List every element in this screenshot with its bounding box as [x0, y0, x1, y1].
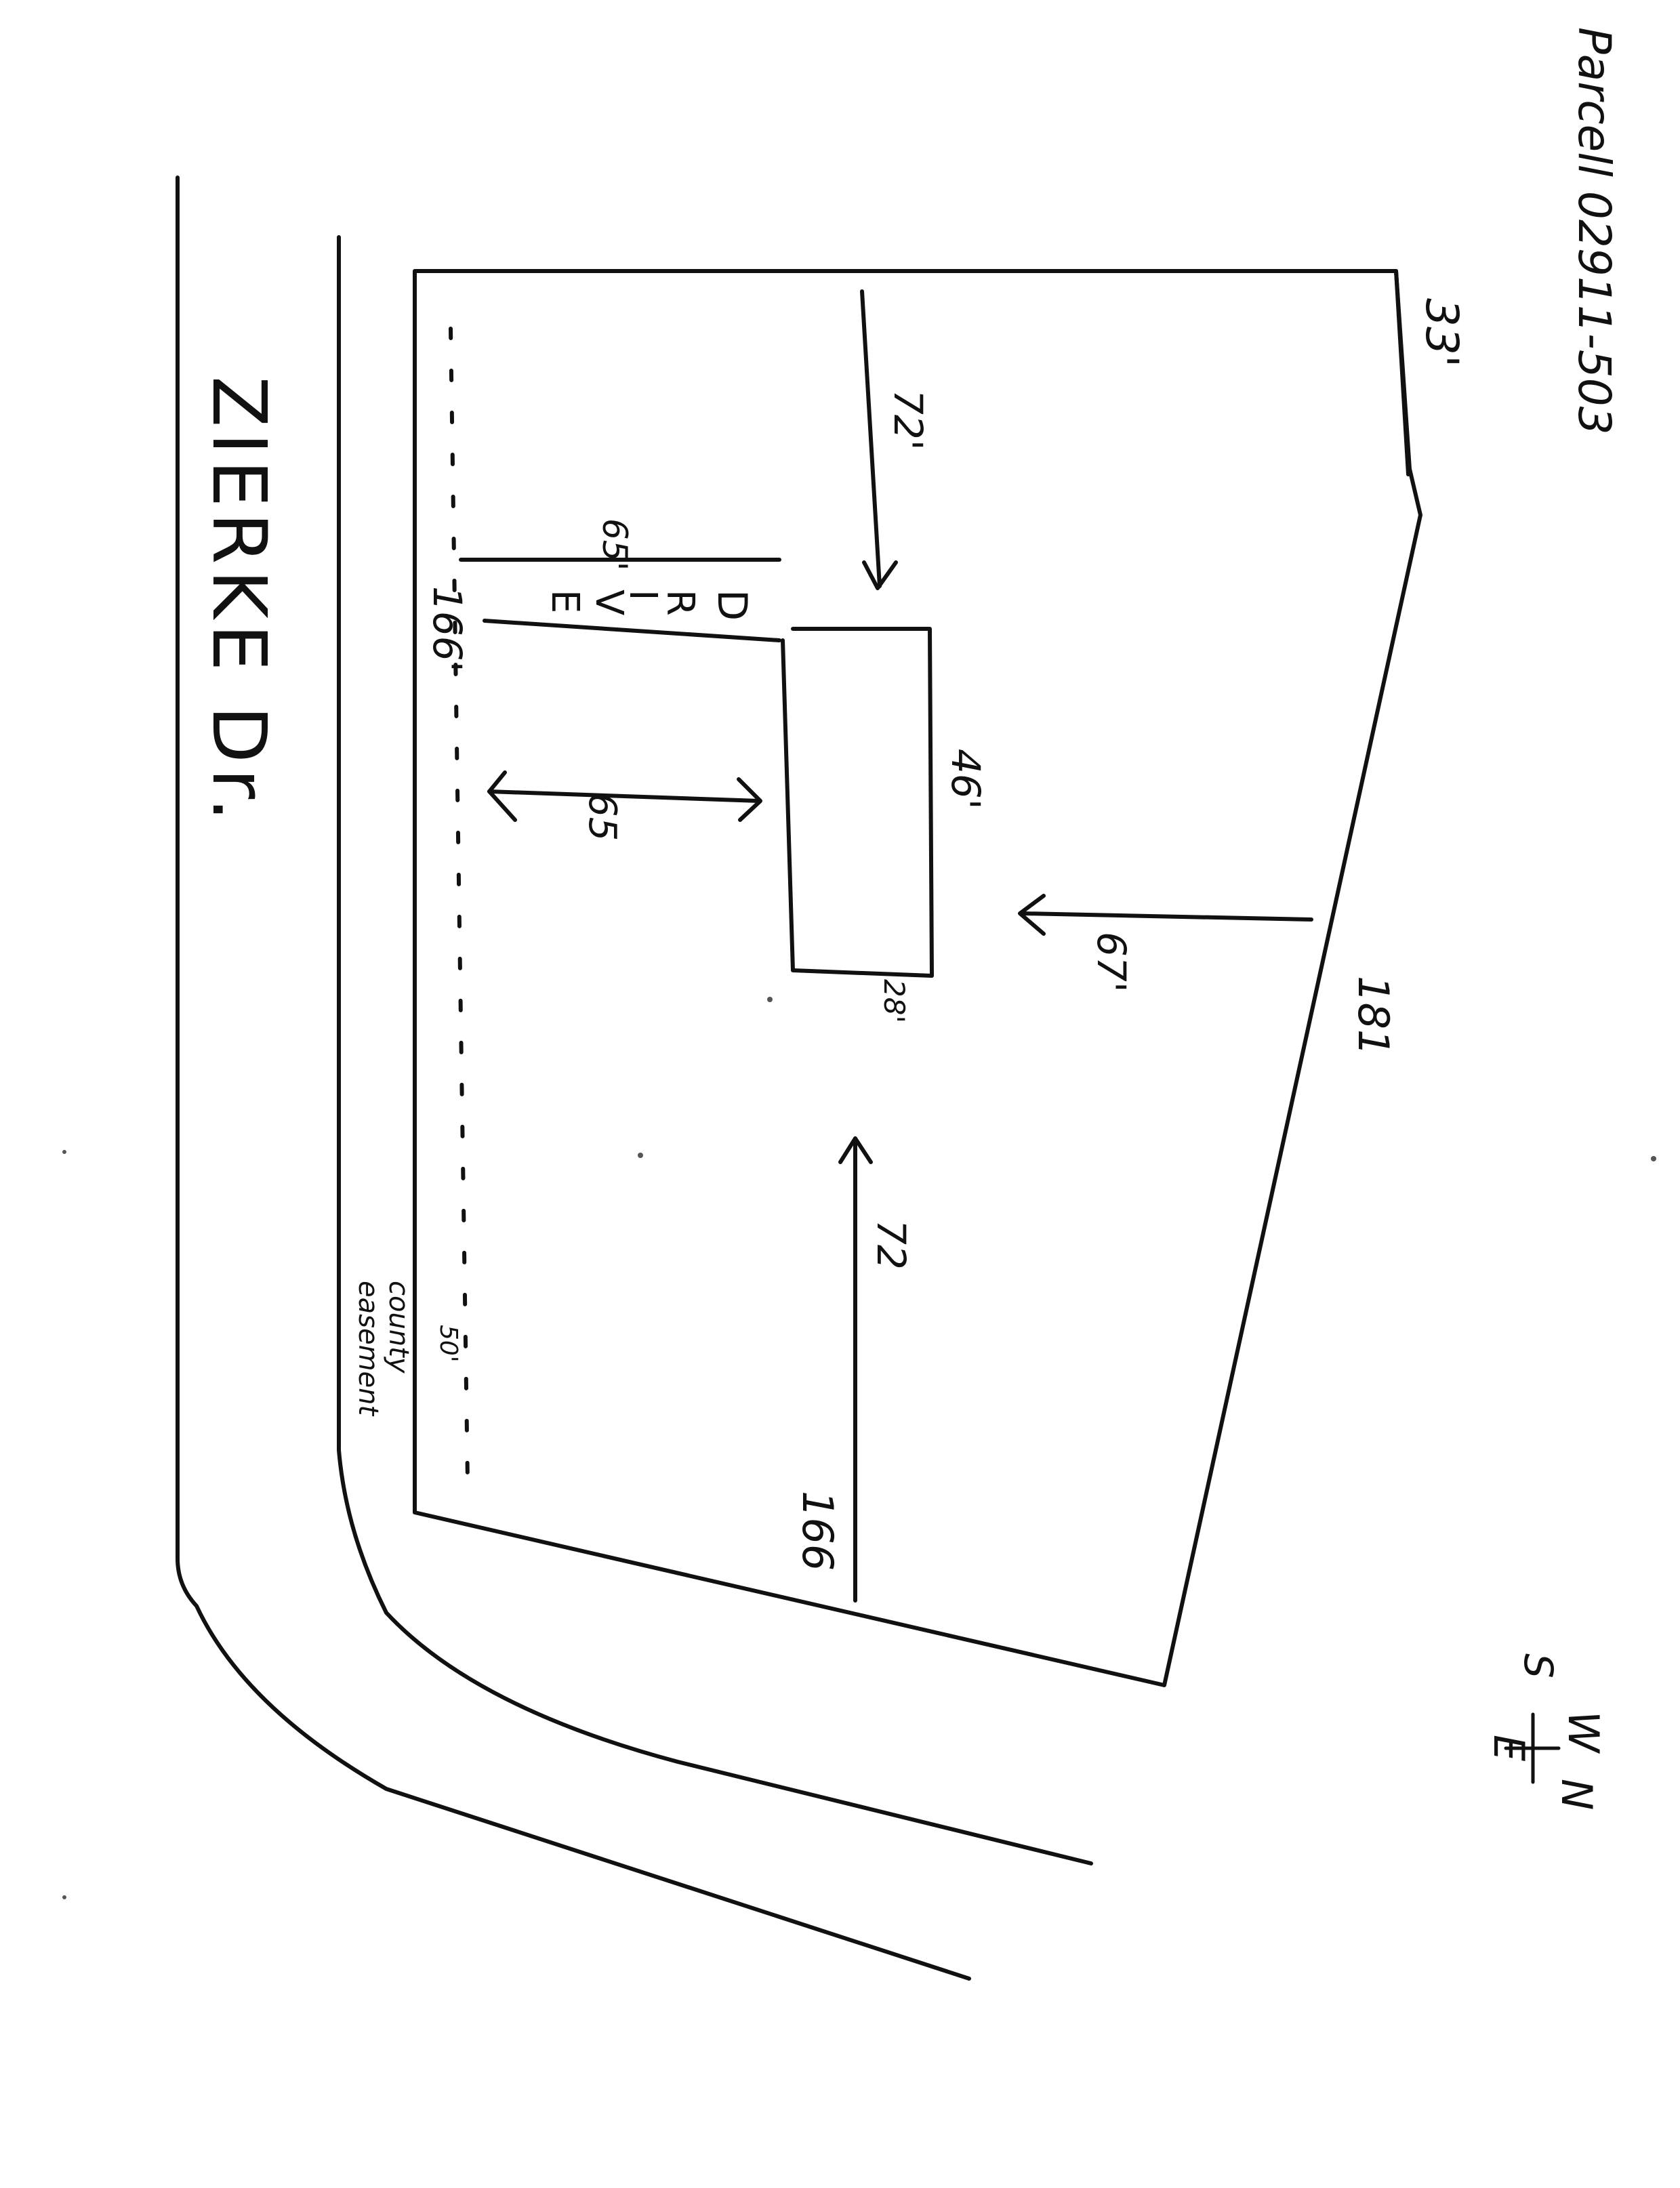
road-outer-edge: [176, 176, 971, 1981]
easement-line: [449, 327, 470, 1483]
dim-east-setback: 72: [868, 1220, 914, 1270]
dim-house-length: 46': [943, 749, 989, 810]
dim-bottom-edge: 166: [793, 1491, 842, 1571]
driveway: [459, 558, 781, 642]
easement-width-label: 50': [434, 1325, 462, 1363]
road: [176, 176, 1093, 1981]
compass-up-label: W: [1559, 1711, 1608, 1754]
parcel-title: Parcell 02911-503: [1568, 27, 1620, 435]
driveway-letter-v: V: [587, 590, 631, 615]
arrow-front-setback: [487, 770, 762, 822]
arrow-east-setback: [838, 1136, 873, 1603]
driveway-letter-e: E: [543, 590, 587, 613]
compass-left-label: S: [1515, 1653, 1561, 1678]
scan-specks: [62, 997, 1656, 1899]
dim-house-width: 28': [878, 979, 911, 1023]
house-footprint: [781, 627, 934, 978]
compass: W N E S: [1484, 1653, 1608, 1810]
setback-arrows: [487, 289, 1313, 1603]
dim-drive-length: 65': [595, 518, 634, 571]
driveway-bottom-line: [483, 619, 781, 642]
driveway-letter-d: D: [708, 590, 756, 621]
dim-left-edge: 166': [424, 586, 470, 672]
boundary-corner-tick: [1394, 269, 1410, 476]
road-inner-edge: [337, 235, 1093, 1865]
parcel-boundary: [413, 269, 1422, 1687]
driveway-letter-i: I: [621, 590, 665, 601]
driveway-letter-r: R: [658, 590, 702, 616]
compass-down-label: E: [1484, 1735, 1534, 1762]
dim-west-setback: 72': [885, 390, 931, 451]
dim-right-edge: 181: [1349, 976, 1398, 1056]
dim-top-edge: 33': [1416, 298, 1468, 367]
dim-front-setback: 65: [580, 793, 624, 841]
easement-label-line1: county: [383, 1281, 414, 1374]
arrow-rear-setback: [1018, 894, 1313, 936]
easement-label-line2: easement: [352, 1281, 384, 1416]
street-name: ZIERKE Dr.: [196, 376, 283, 827]
arrow-west-setback: [860, 289, 898, 590]
compass-right-label: N: [1552, 1779, 1601, 1810]
dim-rear-setback: 67': [1088, 932, 1134, 993]
